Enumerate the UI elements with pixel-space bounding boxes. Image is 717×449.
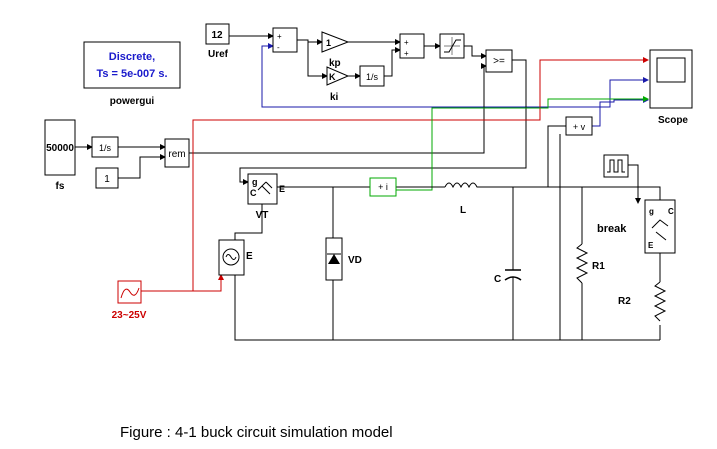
scope-block[interactable]: Scope (649, 49, 693, 126)
r1-label: R1 (592, 261, 605, 272)
fs-block[interactable]: 50000 fs (44, 119, 76, 192)
scope-label: Scope (658, 115, 688, 126)
comparator-label: >= (493, 56, 505, 67)
integrator-label: 1/s (366, 72, 379, 82)
breaker-block[interactable]: g C E break (597, 199, 676, 254)
powergui-block[interactable]: Discrete, Ts = 5e-007 s. powergui (83, 41, 181, 107)
fs-integrator-block[interactable]: 1/s (91, 136, 119, 158)
vt-e: E (279, 184, 285, 194)
minus-sign: - (277, 43, 280, 52)
uref-value: 12 (211, 30, 223, 41)
capacitor-block[interactable]: C (494, 263, 522, 288)
powergui-line1: Discrete, (109, 51, 155, 63)
vt-label: VT (256, 210, 269, 221)
voltage-meter-label: + v (573, 122, 586, 132)
fs-integrator-label: 1/s (99, 143, 112, 153)
uref-label: Uref (208, 49, 229, 60)
voltage-meter-block[interactable]: + v (565, 116, 593, 136)
breaker-c: C (668, 207, 674, 216)
breaker-label: break (597, 223, 627, 235)
vt-switch-block[interactable]: g C E VT (247, 173, 285, 221)
pulse-generator-block[interactable] (603, 154, 629, 178)
ki-gain-value: K (329, 72, 336, 82)
plus-sign: + (404, 38, 409, 47)
current-meter-block[interactable]: + i (369, 177, 397, 197)
kp-label: kp (329, 58, 341, 69)
saturation-block[interactable] (439, 33, 465, 59)
powergui-label: powergui (110, 96, 155, 107)
kp-gain-block[interactable]: 1 kp (321, 31, 350, 69)
r2-label: R2 (618, 296, 631, 307)
vt-c: C (250, 188, 257, 198)
rem-label: rem (168, 149, 185, 160)
r1-block[interactable]: R1 (575, 243, 605, 284)
rem-block[interactable]: rem (164, 138, 190, 168)
sum2-block[interactable]: + + (399, 33, 425, 59)
constant-value: 1 (104, 174, 110, 185)
signal-source-block[interactable]: 23~25V (112, 280, 147, 321)
voltage-source-block[interactable]: E (218, 239, 253, 276)
figure-caption: Figure : 4-1 buck circuit simulation mod… (120, 424, 393, 441)
plus-sign: + (277, 32, 282, 41)
powergui-line2: Ts = 5e-007 s. (96, 68, 167, 80)
inductor-block[interactable]: L (444, 182, 483, 216)
uref-block[interactable]: 12 Uref (205, 23, 230, 60)
vt-g: g (252, 177, 258, 187)
breaker-e: E (648, 241, 654, 250)
fs-label: fs (56, 181, 65, 192)
diode-block[interactable]: VD (325, 237, 362, 281)
constant-block[interactable]: 1 (95, 167, 119, 189)
current-meter-label: + i (378, 182, 388, 192)
sum-block[interactable]: + - (272, 27, 298, 53)
diode-label: VD (348, 255, 362, 266)
source-label: E (246, 251, 253, 262)
comparator-block[interactable]: >= (485, 49, 513, 73)
fs-value: 50000 (46, 143, 74, 154)
capacitor-label: C (494, 274, 501, 285)
integrator-block[interactable]: 1/s (359, 65, 385, 87)
breaker-g: g (649, 207, 654, 216)
power-wires (234, 125, 661, 341)
signal-source-label: 23~25V (112, 310, 147, 321)
plus-sign: + (404, 49, 409, 58)
inductor-label: L (460, 205, 466, 216)
r2-block[interactable]: R2 (618, 281, 667, 322)
kp-gain-value: 1 (326, 38, 331, 48)
ki-gain-block[interactable]: K ki (326, 66, 350, 103)
ki-label: ki (330, 92, 339, 103)
